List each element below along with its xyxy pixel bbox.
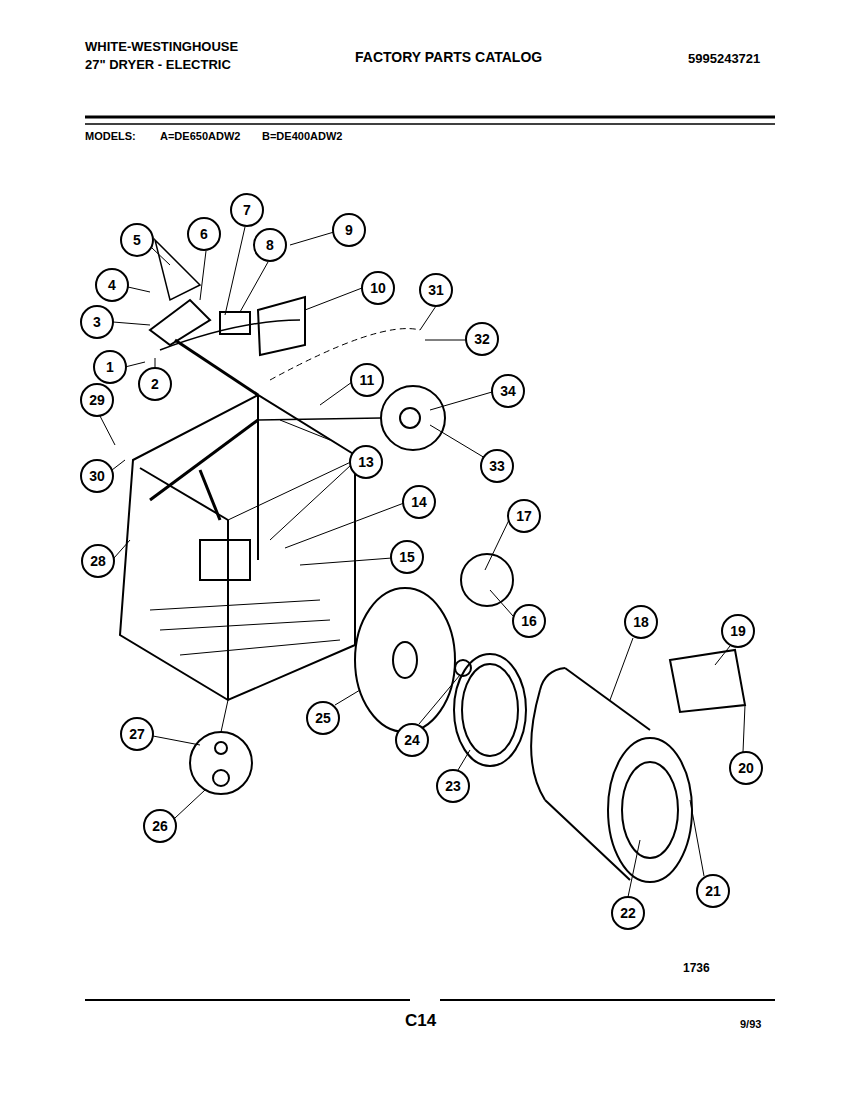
callout-number: 6 <box>187 217 221 251</box>
callout-number: 2 <box>138 367 172 401</box>
callout-text: 17 <box>516 509 532 523</box>
callout-text: 16 <box>521 614 537 628</box>
callout-number: 30 <box>80 459 114 493</box>
callout-text: 5 <box>133 233 141 247</box>
header-text: 1736 <box>683 962 710 974</box>
callout-number: 20 <box>729 751 763 785</box>
header-text: B=DE400ADW2 <box>262 131 342 142</box>
callout-text: 1 <box>106 360 114 374</box>
callout-number: 7 <box>230 193 264 227</box>
catalog-title: FACTORY PARTS CATALOG <box>355 50 542 64</box>
callout-number: 14 <box>402 485 436 519</box>
callout-number: 3 <box>80 305 114 339</box>
callout-text: 33 <box>489 459 505 473</box>
callout-text: 10 <box>370 281 386 295</box>
callout-text: 30 <box>89 469 105 483</box>
callout-text: 25 <box>315 711 331 725</box>
callout-text: 32 <box>474 332 490 346</box>
header-text: 9/93 <box>740 1019 761 1030</box>
callout-number: 9 <box>332 213 366 247</box>
callout-number: 10 <box>361 271 395 305</box>
header-text: A=DE650ADW2 <box>160 131 240 142</box>
callout-number: 21 <box>696 874 730 908</box>
callout-number: 5 <box>120 223 154 257</box>
callout-number: 19 <box>721 614 755 648</box>
callout-number: 18 <box>624 605 658 639</box>
callout-text: 2 <box>151 377 159 391</box>
callout-text: 8 <box>266 238 274 252</box>
callout-text: 20 <box>738 761 754 775</box>
callout-number: 34 <box>491 374 525 408</box>
callout-number: 29 <box>80 383 114 417</box>
callout-number: 24 <box>395 723 429 757</box>
header-text: 5995243721 <box>688 52 760 65</box>
callout-number: 16 <box>512 604 546 638</box>
header-text: WHITE-WESTINGHOUSE <box>85 40 238 53</box>
callout-text: 34 <box>500 384 516 398</box>
callout-number: 4 <box>95 268 129 302</box>
callout-number: 28 <box>81 544 115 578</box>
callout-text: 9 <box>345 223 353 237</box>
callout-text: 3 <box>93 315 101 329</box>
callout-text: 19 <box>730 624 746 638</box>
callout-number: 32 <box>465 322 499 356</box>
callout-number: 27 <box>120 717 154 751</box>
callout-text: 13 <box>358 455 374 469</box>
callout-text: 14 <box>411 495 427 509</box>
callout-number: 22 <box>611 896 645 930</box>
callout-text: 6 <box>200 227 208 241</box>
callout-text: 11 <box>360 373 375 387</box>
callout-number: 33 <box>480 449 514 483</box>
callout-text: 28 <box>90 554 106 568</box>
callout-text: 27 <box>129 727 145 741</box>
callout-text: 23 <box>445 779 461 793</box>
callout-number: 11 <box>350 363 384 397</box>
callout-number: 13 <box>349 445 383 479</box>
callout-number: 23 <box>436 769 470 803</box>
callout-number: 31 <box>419 273 453 307</box>
header-text: 27" DRYER - ELECTRIC <box>85 58 231 71</box>
callout-text: 21 <box>705 884 721 898</box>
callout-text: 29 <box>89 393 105 407</box>
callout-text: 4 <box>108 278 116 292</box>
callout-number: 25 <box>306 701 340 735</box>
callout-number: 8 <box>253 228 287 262</box>
callout-number: 17 <box>507 499 541 533</box>
callout-text: 31 <box>428 283 444 297</box>
callout-text: 15 <box>399 550 415 564</box>
callout-text: 26 <box>152 819 168 833</box>
callout-text: 7 <box>243 203 251 217</box>
callout-number: 26 <box>143 809 177 843</box>
callout-text: 18 <box>633 615 649 629</box>
callout-text: 22 <box>620 906 636 920</box>
header-text: MODELS: <box>85 131 136 142</box>
callout-number: 1 <box>93 350 127 384</box>
callout-text: 24 <box>404 733 420 747</box>
header-text: C14 <box>405 1012 436 1029</box>
callout-number: 15 <box>390 540 424 574</box>
